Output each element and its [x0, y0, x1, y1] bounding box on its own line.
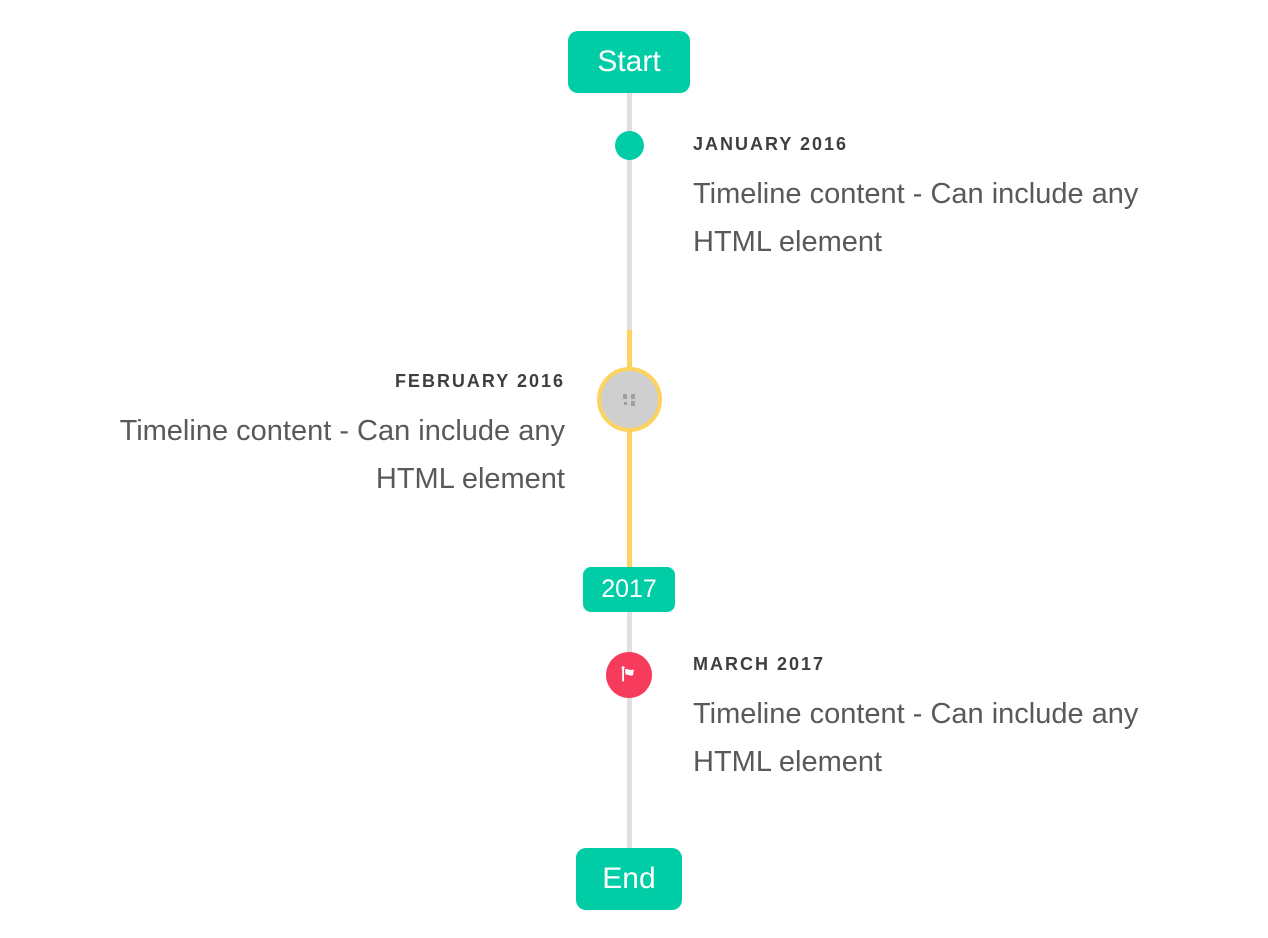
entry-content: Timeline content - Can include any HTML … [119, 415, 565, 495]
entry-title: MARCH 2017 [693, 654, 826, 674]
broken-image-icon [622, 393, 637, 407]
entry-title: FEBRUARY 2016 [394, 371, 565, 391]
entry-content: Timeline content - Can include any HTML … [693, 178, 1139, 258]
entry-march-2017: MARCH 2017 Timeline content - Can includ… [693, 652, 1223, 786]
entry-content: Timeline content - Can include any HTML … [693, 698, 1139, 778]
entry-january-2016: JANUARY 2016 Timeline content - Can incl… [693, 132, 1223, 266]
start-badge: Start [568, 31, 690, 93]
marker-dot-january[interactable] [615, 131, 644, 160]
flag-icon [617, 663, 641, 687]
start-badge-label: Start [597, 45, 661, 78]
year-badge-2017: 2017 [583, 567, 675, 612]
timeline-line-highlight-segment [627, 330, 632, 567]
entry-february-2016: FEBRUARY 2016 Timeline content - Can inc… [35, 369, 565, 503]
marker-image-february[interactable] [597, 367, 662, 432]
year-badge-label: 2017 [601, 575, 657, 603]
entry-title: JANUARY 2016 [693, 134, 849, 154]
marker-flag-march[interactable] [606, 652, 652, 698]
end-badge: End [576, 848, 682, 910]
end-badge-label: End [602, 862, 656, 895]
